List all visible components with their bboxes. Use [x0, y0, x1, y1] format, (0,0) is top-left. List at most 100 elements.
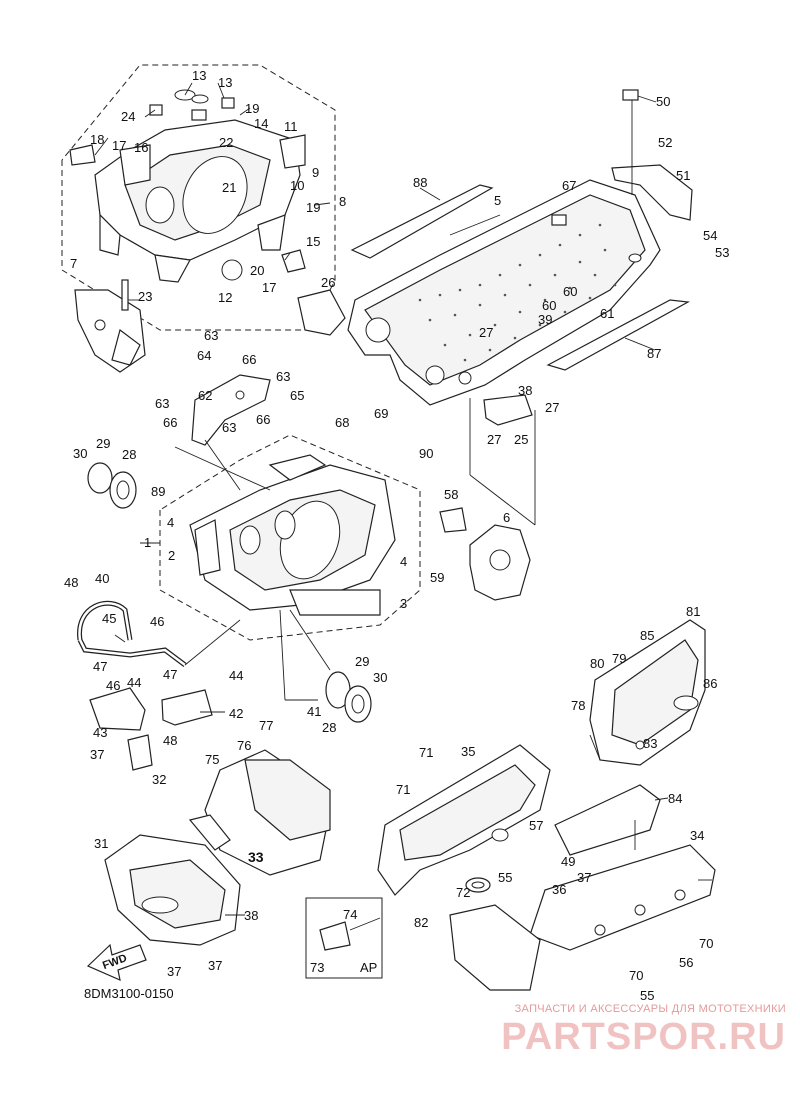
callout-70b: 70 [629, 968, 643, 983]
callout-25: 25 [514, 432, 528, 447]
bottom-guard-31 [104, 834, 241, 946]
leader-lines [94, 82, 712, 931]
callout-55b: 55 [640, 988, 654, 1003]
callout-17b: 17 [262, 280, 276, 295]
callout-63c: 63 [155, 396, 169, 411]
callout-48b: 48 [163, 733, 177, 748]
callout-82: 82 [414, 915, 428, 930]
callout-16: 16 [134, 140, 148, 155]
callout-50: 50 [656, 94, 670, 109]
callout-66b: 66 [163, 415, 177, 430]
callout-27c: 27 [487, 432, 501, 447]
callout-8: 8 [339, 194, 346, 209]
callout-23: 23 [138, 289, 152, 304]
callout-51: 51 [676, 168, 690, 183]
callout-12: 12 [218, 290, 232, 305]
callout-37b: 37 [167, 964, 181, 979]
callout-27b: 27 [545, 400, 559, 415]
callout-14: 14 [254, 116, 268, 131]
callout-66c: 66 [256, 412, 270, 427]
hole-6 [489, 549, 511, 571]
bracket-25 [483, 394, 533, 426]
callout-55: 55 [498, 870, 512, 885]
bracket-62 [191, 374, 271, 446]
callout-37d: 37 [577, 870, 591, 885]
callout-5: 5 [494, 193, 501, 208]
callout-37: 37 [90, 747, 104, 762]
callout-40: 40 [95, 571, 109, 586]
callout-34: 34 [690, 828, 704, 843]
callout-85: 85 [640, 628, 654, 643]
callout-70: 70 [699, 936, 713, 951]
lower-covers-75-77 [188, 749, 331, 876]
callout-83: 83 [643, 736, 657, 751]
callout-54: 54 [703, 228, 717, 243]
callout-61: 61 [600, 306, 614, 321]
callout-56: 56 [679, 955, 693, 970]
callout-9: 9 [312, 165, 319, 180]
callout-67: 67 [562, 178, 576, 193]
callout-30: 30 [73, 446, 87, 461]
callout-28: 28 [122, 447, 136, 462]
callout-13: 13 [192, 68, 206, 83]
callout-20: 20 [250, 263, 264, 278]
watermark-tagline: ЗАПЧАСТИ И АКСЕССУАРЫ ДЛЯ МОТОТЕХНИКИ [514, 1003, 786, 1015]
callout-32: 32 [152, 772, 166, 787]
ap-label: AP [360, 960, 377, 975]
callout-19b: 19 [306, 200, 320, 215]
callout-44b: 44 [127, 675, 141, 690]
bracket-7 [74, 279, 146, 373]
callout-72: 72 [456, 885, 470, 900]
callout-26: 26 [321, 275, 335, 290]
callout-45: 45 [102, 611, 116, 626]
callout-43: 43 [93, 725, 107, 740]
side-panel-81-86 [589, 619, 706, 766]
callout-6: 6 [503, 510, 510, 525]
callout-78: 78 [571, 698, 585, 713]
strip-87 [546, 299, 690, 371]
frame-group-box-1 [159, 434, 421, 641]
callout-33: 33 [248, 849, 264, 865]
callout-87: 87 [647, 346, 661, 361]
callout-66: 66 [242, 352, 256, 367]
callout-29: 29 [96, 436, 110, 451]
callout-73: 73 [310, 960, 324, 975]
callout-69: 69 [374, 406, 388, 421]
callout-60b: 60 [542, 298, 556, 313]
panel-82 [449, 904, 541, 991]
callout-38b: 38 [244, 908, 258, 923]
frame-group-box-8 [61, 64, 336, 331]
callout-4b: 4 [400, 554, 407, 569]
callout-1: 1 [144, 535, 151, 550]
rear-frame-assembly [69, 89, 306, 283]
part-58 [439, 507, 467, 533]
callout-60: 60 [563, 284, 577, 299]
callout-71: 71 [419, 745, 433, 760]
callout-30b: 30 [373, 670, 387, 685]
callout-37c: 37 [208, 958, 222, 973]
callout-88: 88 [413, 175, 427, 190]
callout-3: 3 [400, 596, 407, 611]
callout-39: 39 [538, 312, 552, 327]
callout-29b: 29 [355, 654, 369, 669]
strip-88 [350, 184, 494, 259]
bracket-43 [89, 687, 146, 731]
callout-19: 19 [245, 101, 259, 116]
callout-41: 41 [307, 704, 321, 719]
callout-42: 42 [229, 706, 243, 721]
callout-47b: 47 [163, 667, 177, 682]
callout-46b: 46 [106, 678, 120, 693]
callout-7: 7 [70, 256, 77, 271]
callout-21: 21 [222, 180, 236, 195]
callout-15: 15 [306, 234, 320, 249]
callout-17: 17 [112, 138, 126, 153]
callout-53: 53 [715, 245, 729, 260]
callout-58: 58 [444, 487, 458, 502]
callout-76: 76 [237, 738, 251, 753]
callout-35: 35 [461, 744, 475, 759]
callout-90: 90 [419, 446, 433, 461]
callout-89: 89 [151, 484, 165, 499]
part-32 [127, 734, 153, 771]
callouts: 1 2 3 4 4 5 6 7 8 9 10 11 12 13 13 14 15… [64, 68, 729, 1003]
callout-27: 27 [479, 325, 493, 340]
